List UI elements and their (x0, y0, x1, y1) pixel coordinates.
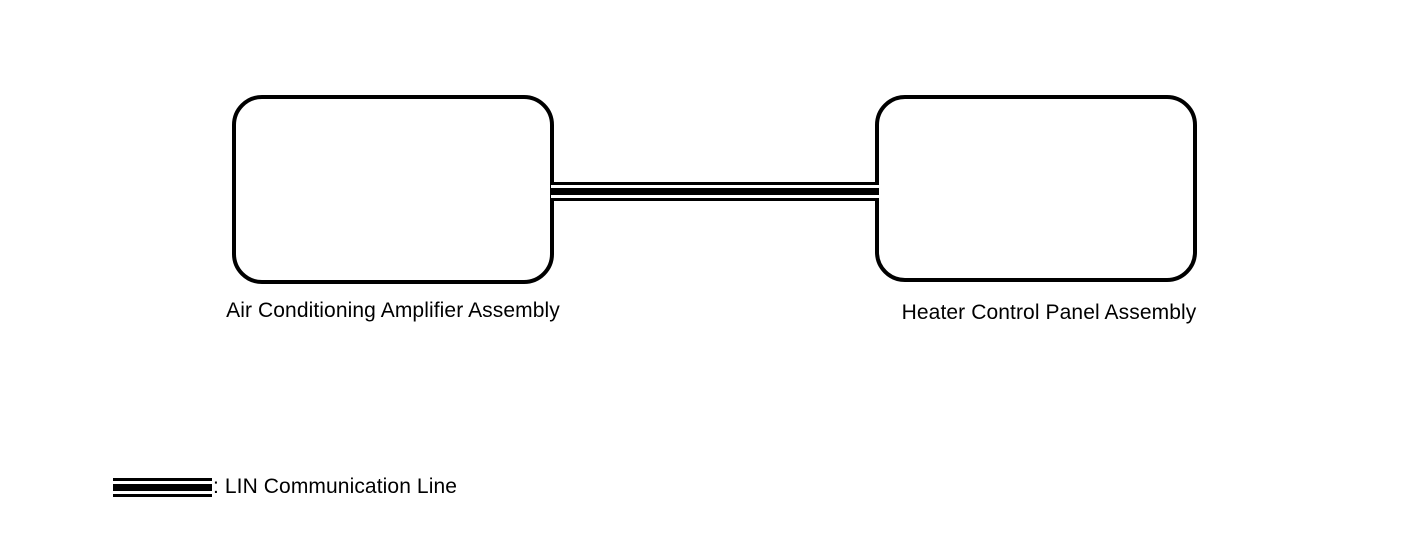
legend: : LIN Communication Line (113, 474, 457, 500)
node-heater-control-panel-assembly[interactable] (875, 95, 1197, 282)
legend-lin-line-swatch-icon (113, 477, 212, 497)
legend-label: : LIN Communication Line (213, 475, 458, 498)
node-label-heater-control-panel-assembly: Heater Control Panel Assembly (901, 301, 1197, 324)
node-air-conditioning-amplifier-assembly[interactable] (232, 95, 554, 284)
node-label-air-conditioning-amplifier-assembly: Air Conditioning Amplifier Assembly (226, 299, 560, 322)
lin-communication-line-connector (551, 182, 879, 201)
